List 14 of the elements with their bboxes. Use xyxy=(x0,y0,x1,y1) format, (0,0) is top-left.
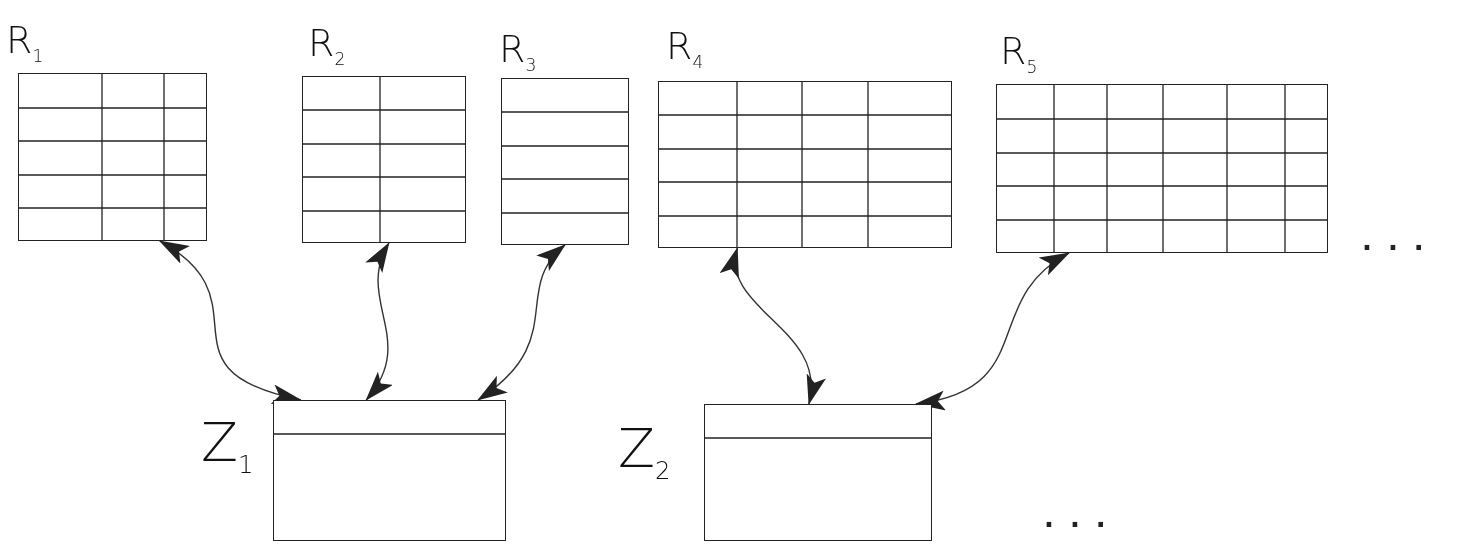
table-name: R$_{3}$ xyxy=(499,30,537,74)
table-name: R$_{4}$ xyxy=(666,27,704,71)
table-name: R$_{5}$ xyxy=(1000,32,1038,76)
double-arrow xyxy=(915,252,1070,409)
table-name: Z$_{1}$ xyxy=(201,416,254,478)
table-name: Z$_{2}$ xyxy=(618,422,671,484)
ellipsis: ... xyxy=(1362,228,1440,254)
ellipsis: ... xyxy=(1044,505,1122,531)
table-name: R$_{2}$ xyxy=(308,24,346,68)
table-name: R$_{1}$ xyxy=(6,21,44,65)
double-arrow xyxy=(365,242,392,401)
double-arrow xyxy=(723,247,823,405)
double-arrow xyxy=(477,244,566,401)
double-arrow xyxy=(158,240,302,403)
